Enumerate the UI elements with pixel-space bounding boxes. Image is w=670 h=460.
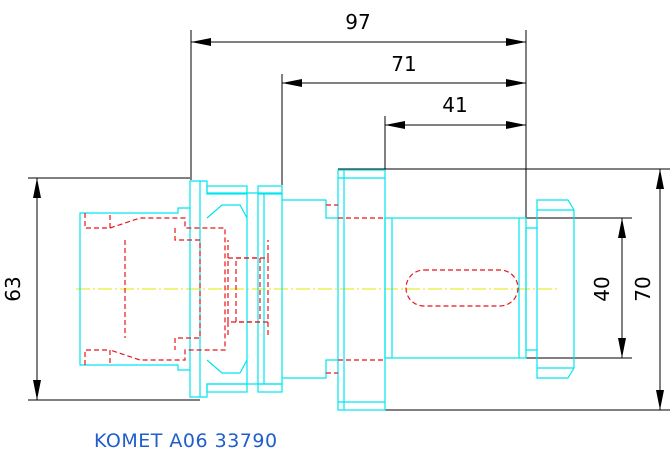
- dimension-41: 41: [442, 93, 467, 117]
- keyway-slot: [405, 269, 519, 307]
- tool-holder-outline: [79, 169, 575, 411]
- dimension-lines: [28, 30, 670, 411]
- dimension-97: 97: [345, 10, 370, 34]
- dimension-70: 70: [631, 276, 655, 301]
- dimension-71: 71: [391, 52, 416, 76]
- dimension-63: 63: [1, 276, 25, 301]
- hidden-lines: [84, 204, 519, 374]
- part-number-caption: KOMET A06 33790: [94, 430, 278, 452]
- dimension-40: 40: [590, 276, 614, 301]
